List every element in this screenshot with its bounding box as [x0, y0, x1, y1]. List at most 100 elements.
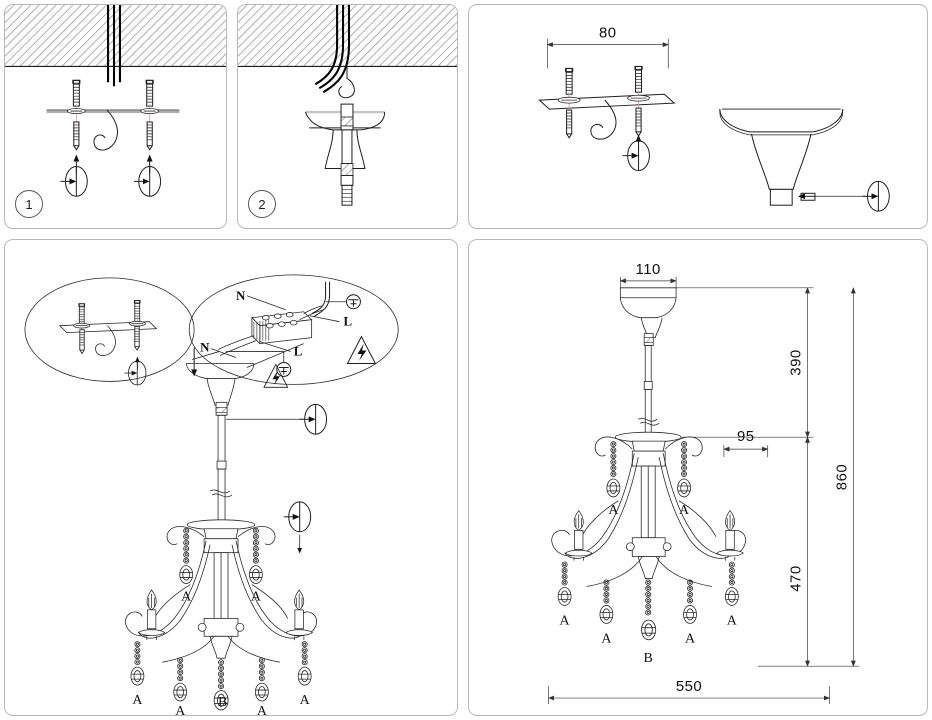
dimension-chain-vertical: 390 470 860 [676, 287, 860, 667]
ceiling-hook [93, 109, 119, 151]
pendant-label-A: A [685, 631, 695, 646]
screw-left [73, 121, 80, 151]
pendant-label-B: B [644, 651, 653, 666]
wire-label-L-top: L [344, 314, 353, 329]
arm-left [125, 540, 211, 639]
step-number-badge-2: 2 [248, 190, 276, 218]
step-number-badge-1: 1 [15, 190, 43, 218]
supply-cables [314, 5, 351, 94]
candle-left [137, 589, 166, 641]
screw-right [635, 107, 642, 137]
threaded-rod [340, 103, 354, 206]
panel-1-drawing [5, 5, 226, 228]
panel-5-drawing: 110 [547, 261, 860, 705]
dimension-canopy-width: 110 [619, 261, 677, 290]
wire-label-N-top: N [236, 288, 246, 303]
wall-anchor-right [140, 79, 160, 124]
crystal-chain-upper-right: A [677, 441, 691, 518]
lower-body [197, 617, 245, 659]
crystal-chain-lower-2: A [599, 579, 614, 646]
earth-ground-symbol-top [345, 294, 361, 310]
detail-ellipse-plate [24, 277, 195, 385]
dimension-value-80: 80 [599, 26, 617, 42]
rotation-symbol-inset [124, 356, 146, 385]
crystal-pendant-A [254, 682, 269, 702]
canopy [185, 363, 255, 406]
dimension-candle-width: 95 [723, 428, 769, 458]
dimension-value-95: 95 [737, 428, 755, 445]
upper-scroll-left: A [594, 436, 633, 518]
pendant-label-B: B [218, 695, 228, 710]
crown [614, 431, 682, 539]
dimension-value-470: 470 [788, 565, 805, 591]
earth-ground-symbol-bottom [276, 362, 292, 377]
dimension-value-390: 390 [788, 349, 805, 375]
panel-dimensions: 110 [468, 239, 928, 716]
screw-right [146, 121, 153, 151]
crystal-pendant-A [677, 478, 691, 498]
crystal-chain-upper-right: A [249, 527, 263, 604]
pendant-label-A: A [560, 613, 570, 628]
crystal-chain-lower-1: A [557, 561, 572, 628]
crystal-pendant-A [249, 565, 263, 584]
crystal-chain-lower-4: A [254, 657, 269, 716]
canopy-side-view [719, 108, 890, 211]
candle-right [716, 510, 744, 562]
pendant-label-A: A [727, 613, 737, 628]
crystal-pendant-A [683, 605, 697, 624]
pendant-label-A: A [132, 693, 142, 708]
warning-triangle-icon [346, 336, 376, 365]
pendant-label-A: A [608, 503, 618, 518]
crown [186, 519, 256, 619]
wall-anchor-left [67, 79, 86, 124]
panel-3-drawing: 80 [538, 26, 927, 228]
crystal-pendant-A [599, 605, 614, 624]
panel-2-drawing [238, 5, 457, 206]
crystal-pendant-A [724, 587, 739, 606]
suspension-rod [215, 401, 228, 522]
set-screw [798, 192, 867, 201]
pendant-label-A: A [257, 704, 267, 716]
rotation-symbol-left [60, 154, 87, 197]
candle-left [565, 510, 593, 562]
suspension-rod [643, 333, 654, 436]
dimension-plate-width: 80 [546, 26, 669, 69]
canopy [619, 287, 677, 339]
chandelier-assembly: A A [125, 363, 327, 716]
crystal-pendant-A [173, 682, 188, 702]
wall-anchor-left [557, 67, 581, 115]
screw-left [566, 109, 573, 139]
crystal-pendant-A [557, 587, 572, 606]
panel-plate-canopy-detail: 80 [468, 4, 928, 229]
arm-center [162, 636, 280, 663]
crystal-pendant-A [297, 666, 312, 686]
dimension-value-110: 110 [636, 261, 661, 278]
upper-scroll-left: A [166, 526, 205, 604]
dimension-value-550: 550 [676, 678, 702, 695]
lower-body [625, 537, 672, 579]
rotation-symbol-crown [284, 502, 311, 554]
wire-label-L-bottom: L [294, 344, 303, 359]
upper-scroll-right: A [664, 436, 703, 518]
rotation-symbol-rod [226, 404, 327, 434]
pendant-label-A: A [251, 589, 261, 604]
rotation-symbol-setscrew [863, 181, 890, 211]
crystal-pendant-A [130, 666, 145, 686]
arm-center [586, 556, 713, 587]
dimension-value-860: 860 [833, 464, 850, 490]
ceiling-hatching [5, 5, 226, 68]
crystal-chain-lower-5: A [724, 561, 739, 628]
detail-ellipse-wiring: N L N L [188, 274, 399, 385]
ceiling-hook [590, 99, 617, 140]
candle-right [285, 589, 313, 641]
wire-label-N-bottom: N [200, 340, 210, 355]
panel-step-1: 1 [4, 4, 227, 229]
crystal-pendant-B [641, 619, 657, 641]
terminal-block [251, 311, 313, 345]
crystal-chain-center: B [641, 579, 657, 666]
arm-right [231, 540, 318, 639]
pendant-label-A: A [181, 589, 191, 604]
crystal-pendant-A [606, 478, 621, 498]
crystal-chain-lower-1: A [130, 641, 145, 708]
panel-step-2: 2 [237, 4, 458, 229]
